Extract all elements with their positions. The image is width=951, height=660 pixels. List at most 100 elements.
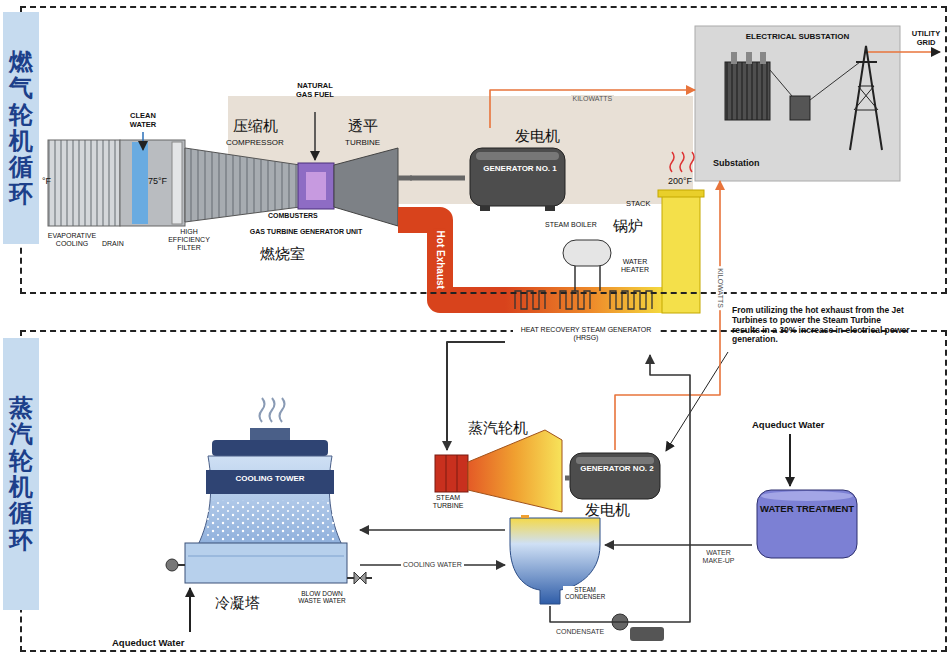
rect-shape — [132, 142, 148, 224]
rect-shape — [545, 206, 555, 211]
line-shape — [457, 455, 458, 492]
polyline-shape — [850, 46, 882, 150]
rect-shape — [398, 207, 412, 233]
line-shape — [574, 266, 576, 291]
line-shape — [770, 70, 792, 96]
line-shape — [142, 132, 144, 150]
line-shape — [858, 86, 878, 110]
rect-shape — [298, 163, 334, 209]
cycle-title: 燃气轮机循环 — [9, 49, 33, 207]
edge-label: WATER MAKE-UP — [696, 549, 741, 565]
part-label: DRAIN — [102, 240, 124, 248]
node-text: 冷凝塔 — [215, 595, 260, 612]
line-shape — [599, 266, 601, 291]
cycle-label-band: 蒸汽轮机循环 — [3, 338, 39, 610]
path-shape — [354, 572, 366, 584]
part-label: COMBUSTERS — [268, 212, 318, 220]
path-shape — [680, 152, 684, 172]
steam-turbine: 蒸汽轮机STEAM TURBINE — [430, 450, 565, 515]
node-text: WATER HEATER — [610, 258, 660, 274]
generator: GENERATOR NO. 2发电机 — [570, 450, 665, 525]
connector — [565, 476, 570, 481]
rect-shape — [172, 142, 182, 224]
line-shape — [446, 455, 447, 492]
node-text: 锅炉 — [613, 218, 643, 235]
path-shape — [515, 291, 545, 309]
flow-label: Aqueduct Water — [752, 420, 824, 431]
path-shape — [560, 291, 590, 309]
cycle-region: 蒸汽轮机循环蒸汽轮机STEAM TURBINEGENERATOR NO. 2发电… — [20, 330, 947, 652]
cooling-tower: COOLING TOWER 冷凝塔 — [180, 398, 360, 620]
connector — [360, 529, 505, 531]
rect-shape — [731, 52, 737, 64]
node-text: ELECTRICAL SUBSTATION — [695, 32, 900, 41]
edge-label: CONDENSATE — [554, 628, 606, 636]
substation-drawing — [695, 26, 940, 181]
node-text: 压缩机 — [233, 118, 278, 135]
rect-shape — [480, 206, 490, 211]
connector — [550, 355, 690, 622]
node-text: HEAT RECOVERY STEAM GENERATOR (HRSG) — [513, 326, 659, 342]
connector — [521, 515, 529, 518]
line-shape — [666, 352, 728, 451]
steam-condenser: STEAM CONDENSER — [505, 518, 605, 606]
rect-shape — [306, 172, 326, 200]
path-shape — [280, 398, 285, 422]
line-shape — [810, 62, 860, 100]
cycle-title: 蒸汽轮机循环 — [9, 395, 33, 553]
rect-shape — [630, 627, 664, 641]
node-text: TURBINE — [345, 138, 380, 147]
water-treatment: WATER TREATMENT — [752, 486, 862, 561]
rect-shape — [250, 428, 290, 442]
note-text: From utilizing the hot exhaust from the … — [732, 306, 910, 345]
line-shape — [859, 86, 874, 87]
node-text: GENERATOR NO. 1 — [470, 164, 570, 173]
gas-turbine-unit: 压缩机COMPRESSOR透平TURBINEGAS TURBINE GENERA… — [108, 108, 410, 268]
node-text: COMPRESSOR — [226, 138, 284, 147]
path-shape — [270, 398, 275, 422]
node-text: STEAM TURBINE — [426, 494, 470, 510]
edge-label: Hot Exhaust — [434, 229, 446, 291]
part-label: EVAPORATIVE COOLING — [44, 232, 100, 248]
temperature-label: 75°F — [148, 176, 167, 186]
line-shape — [856, 110, 877, 111]
node-text: GAS TURBINE GENERATOR UNIT — [226, 228, 386, 236]
generator-drawing — [470, 148, 660, 499]
gas-turbine-drawing — [48, 112, 412, 233]
path-shape — [610, 291, 652, 309]
rect-shape — [570, 453, 660, 499]
generator: 发电机 GENERATOR NO. 1 — [465, 128, 575, 210]
unit-label: °F — [42, 176, 51, 186]
path-shape — [670, 152, 674, 172]
rect-shape — [576, 457, 654, 464]
node-text: Substation — [713, 158, 760, 168]
rect-shape — [185, 543, 347, 583]
rect-shape — [212, 440, 328, 456]
polygon-shape — [334, 148, 398, 226]
line-shape — [189, 588, 191, 632]
line-shape — [854, 86, 874, 110]
path-shape — [260, 398, 265, 422]
rect-shape — [725, 62, 770, 120]
flow-label: Aqueduct Water — [112, 638, 184, 649]
part-label: HIGH EFFICIENCY FILTER — [160, 228, 218, 252]
line-shape — [314, 112, 316, 160]
rect-shape — [505, 287, 662, 313]
path-shape — [690, 152, 694, 172]
node-text: STEAM BOILER — [545, 221, 597, 229]
rect-shape — [757, 490, 857, 558]
rect-shape — [470, 148, 565, 206]
connector — [605, 544, 752, 546]
rect-shape — [476, 152, 559, 160]
line-shape — [188, 556, 344, 557]
node-text: COOLING TOWER — [208, 474, 332, 483]
water-treatment-drawing — [757, 490, 857, 558]
node-text: 发电机 — [515, 128, 560, 145]
rect-shape — [662, 195, 700, 313]
path-shape — [198, 456, 342, 545]
temperature-label: 200°F — [668, 176, 692, 186]
node-text: 蒸汽轮机 — [468, 420, 528, 437]
line-shape — [398, 176, 412, 181]
rect-shape — [760, 52, 766, 64]
